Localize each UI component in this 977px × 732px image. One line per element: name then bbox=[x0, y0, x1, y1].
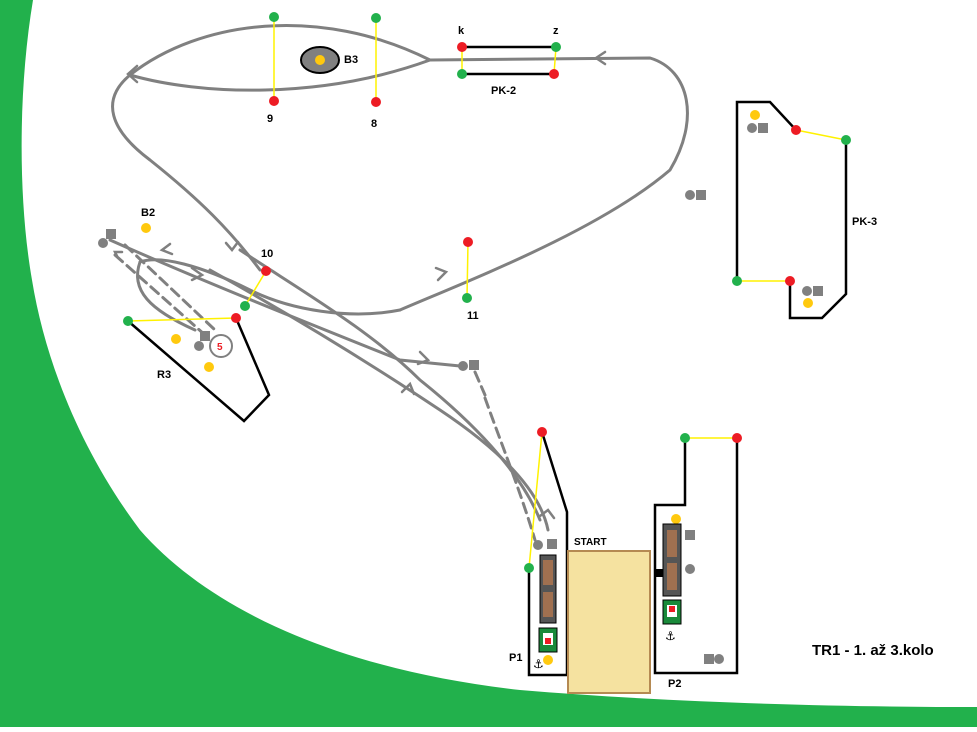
pk3-zone bbox=[732, 100, 851, 320]
label-pk2: PK-2 bbox=[491, 85, 516, 97]
p2-pier bbox=[653, 433, 742, 675]
label-z: z bbox=[553, 25, 559, 37]
label-11: 11 bbox=[467, 310, 479, 322]
label-p1: P1 bbox=[509, 652, 522, 664]
start-box bbox=[567, 550, 651, 694]
anchor-p1-icon: ⚓ bbox=[533, 657, 544, 671]
dash-marker bbox=[458, 360, 479, 371]
p1-pier bbox=[524, 427, 569, 677]
r3-zone bbox=[123, 313, 271, 423]
label-b3: B3 bbox=[344, 54, 358, 66]
diagram-title: TR1 - 1. až 3.kolo bbox=[812, 642, 934, 659]
label-9: 9 bbox=[267, 113, 273, 125]
gate-9-green bbox=[269, 12, 279, 22]
b2-marker bbox=[98, 229, 116, 248]
gate-8-red bbox=[371, 97, 381, 107]
gate-11-red bbox=[463, 237, 473, 247]
mid-marker bbox=[685, 190, 706, 200]
course-track bbox=[108, 24, 689, 542]
label-start: START bbox=[574, 537, 607, 548]
b2-buoy bbox=[141, 223, 151, 233]
label-p2: P2 bbox=[668, 678, 681, 690]
label-10: 10 bbox=[261, 248, 273, 260]
b3-buoy bbox=[300, 46, 340, 74]
anchor-p2-icon: ⚓ bbox=[665, 629, 676, 643]
gate-9-red bbox=[269, 96, 279, 106]
label-b2: B2 bbox=[141, 207, 155, 219]
gate-10-green bbox=[240, 301, 250, 311]
pk2-gate bbox=[457, 42, 561, 79]
gate-11-green bbox=[462, 293, 472, 303]
gate-8-green bbox=[371, 13, 381, 23]
label-5: 5 bbox=[217, 342, 223, 353]
track-arrows bbox=[112, 50, 607, 520]
label-k: k bbox=[458, 25, 465, 37]
label-pk3: PK-3 bbox=[852, 216, 877, 228]
label-r3: R3 bbox=[157, 369, 171, 381]
gate-10-red bbox=[261, 266, 271, 276]
label-8: 8 bbox=[371, 118, 377, 130]
